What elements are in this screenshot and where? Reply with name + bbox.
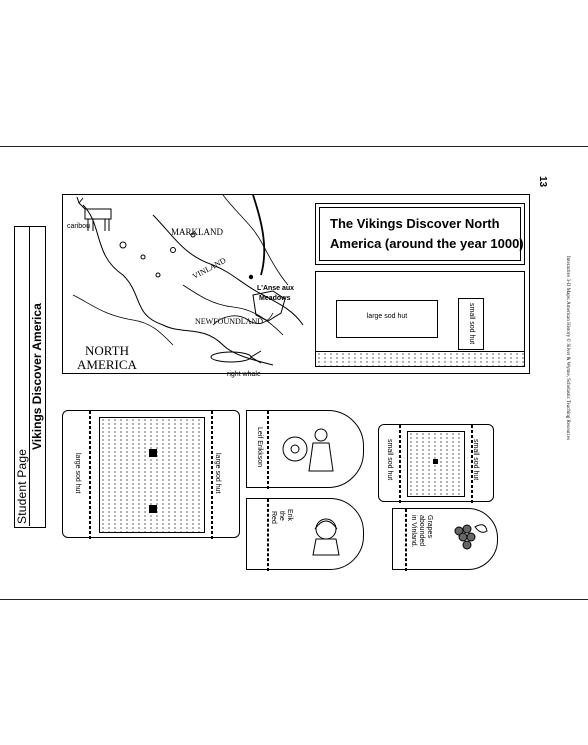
grapes-label-line1: Grapes [426, 515, 433, 538]
large-hut-label-b: large sod hut [214, 453, 221, 494]
north-label: NORTH [85, 343, 129, 358]
small-hut-placeholder-label: small sod hut [468, 303, 475, 345]
newfoundland-label: NEWFOUNDLAND [195, 317, 263, 326]
large-hut-placeholder-label: large sod hut [366, 313, 408, 320]
credit-line: Interactive 3-D Maps: American History ©… [565, 256, 570, 441]
small-hut-roof [407, 431, 465, 497]
grapes-label-line3: in Vinland. [410, 515, 417, 548]
grapes-icon [454, 524, 488, 550]
large-hut-roof [99, 417, 205, 533]
erik-label-line2: the [278, 511, 285, 521]
right-whale-label: right whale [227, 371, 261, 378]
large-hut-window-2 [149, 505, 157, 513]
small-hut-label-b: small sod hut [472, 439, 479, 481]
sidebar-box [14, 226, 46, 528]
title-line-1: The Vikings Discover North [330, 216, 500, 231]
erik-label-line1: Erik [286, 509, 293, 522]
grapes-label-line2: abounded [418, 515, 425, 547]
cutout-small-sod-hut[interactable]: small sod hut small sod hut [378, 424, 494, 503]
small-hut-window [433, 459, 438, 464]
page-number: 13 [537, 176, 548, 188]
caribou-label: caribou [67, 223, 90, 230]
sidebar-divider [29, 226, 30, 526]
small-hut-placeholder: small sod hut [458, 298, 484, 350]
large-hut-label-a: large sod hut [74, 453, 81, 494]
large-hut-window-1 [149, 449, 157, 457]
cutout-large-sod-hut[interactable]: large sod hut large sod hut [62, 410, 240, 539]
shoreline [316, 351, 524, 366]
map-drawing [72, 195, 304, 366]
sidebar: Student Page Vikings Discover America [14, 226, 46, 528]
viking-helmet-icon [312, 518, 340, 556]
cutout-leif-erikkson[interactable]: Leif Erikkson [246, 410, 364, 489]
right-whale-drawing [210, 350, 262, 364]
worksheet-sheet [0, 146, 588, 600]
scene-box: large sod hut small sod hut [315, 271, 525, 367]
cutout-erik-the-red[interactable]: Erik the Red [246, 498, 364, 571]
caribou-drawing [76, 196, 112, 231]
student-page-label: Student Page [15, 448, 29, 524]
leif-label: Leif Erikkson [256, 427, 263, 468]
small-hut-label-a: small sod hut [386, 439, 393, 481]
cutout-grapes[interactable]: Grapes abounded in Vinland. [392, 508, 498, 571]
title-box: The Vikings Discover North America (arou… [315, 203, 525, 265]
sidebar-title: Vikings Discover America [30, 303, 44, 450]
map-panel: caribou MARKLAND VINLAND NEWFOUNDLAND L'… [62, 194, 530, 378]
lanse-label-line1: L'Anse aux [257, 285, 295, 292]
large-hut-placeholder: large sod hut [336, 300, 438, 338]
america-label: AMERICA [77, 357, 137, 372]
viking-figure-icon [282, 428, 334, 472]
markland-label: MARKLAND [171, 227, 224, 237]
erik-label-line3: Red [270, 511, 277, 524]
title-line-2: America (around the year 1000) [330, 236, 524, 251]
lanse-label-line2: Meadows [259, 295, 291, 302]
